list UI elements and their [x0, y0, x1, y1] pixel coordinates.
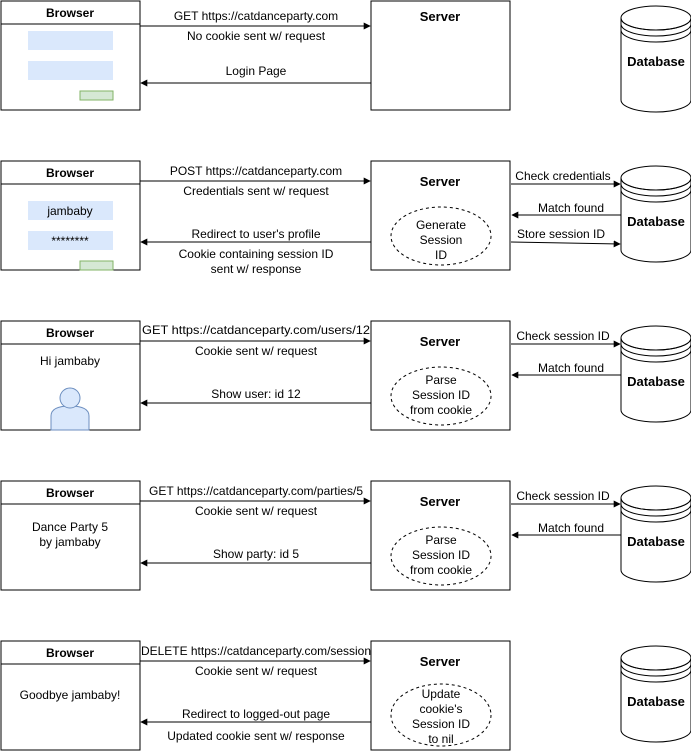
- process-line: Parse: [425, 373, 457, 387]
- database-label: Database: [627, 214, 685, 229]
- server-box: Server: [370, 0, 511, 111]
- database-cylinder: Database: [620, 645, 691, 743]
- server-process: [390, 206, 492, 266]
- server-title: Server: [420, 654, 460, 669]
- server-box: Server Parse Session ID from cookie: [370, 320, 511, 431]
- row-4: Browser Dance Party 5 by jambaby Server …: [0, 480, 691, 591]
- process-line: Parse: [425, 533, 457, 547]
- row-5: Browser Goodbye jambaby! Server Update c…: [0, 640, 691, 751]
- request-line: GET https://catdanceparty.com/parties/5: [149, 484, 363, 498]
- response-line: Login Page: [226, 64, 287, 78]
- server-process: [390, 683, 492, 747]
- login-button: [79, 260, 114, 271]
- server-box: Server Update cookie's Session ID to nil: [370, 640, 511, 751]
- database-cylinder: Database: [620, 325, 691, 423]
- username-input: [28, 201, 113, 220]
- browser-text: by jambaby: [39, 535, 100, 549]
- database-cylinder: Database: [620, 165, 691, 263]
- server-process: [390, 366, 492, 426]
- database-label: Database: [627, 374, 685, 389]
- response-note: Cookie containing session ID: [179, 247, 334, 261]
- server-title: Server: [420, 334, 460, 349]
- response-note: sent w/ response: [211, 262, 302, 276]
- request-line: POST https://catdanceparty.com: [170, 164, 342, 178]
- server-title: Server: [420, 494, 460, 509]
- row-2: Browser jambaby ******** Server Generate…: [0, 160, 691, 276]
- process-line: Update: [422, 687, 461, 701]
- db-reply-label: Match found: [538, 361, 604, 375]
- browser-title: Browser: [46, 6, 94, 20]
- request-line: DELETE https://catdanceparty.com/session: [141, 644, 371, 658]
- process-line: Session: [420, 233, 463, 247]
- password-input: [28, 61, 113, 80]
- response-line: Redirect to user's profile: [191, 227, 320, 241]
- browser-text: Dance Party 5: [32, 520, 108, 534]
- username-input: [28, 31, 113, 50]
- process-line: Session ID: [412, 548, 470, 562]
- browser-text: Hi jambaby: [40, 354, 100, 368]
- db-query-label: Check session ID: [516, 489, 610, 503]
- login-button: [79, 90, 114, 101]
- process-line: from cookie: [410, 403, 472, 417]
- password-input: [28, 231, 113, 250]
- response-note: Updated cookie sent w/ response: [167, 729, 345, 743]
- db-query-label: Check credentials: [515, 169, 610, 183]
- row-3: Browser Hi jambaby Server Parse Session …: [0, 320, 691, 431]
- request-note: Cookie sent w/ request: [195, 344, 318, 358]
- browser-box: Browser Goodbye jambaby!: [0, 640, 141, 751]
- request-note: Credentials sent w/ request: [183, 184, 329, 198]
- process-line: ID: [435, 248, 447, 262]
- request-line: GET https://catdanceparty.com: [174, 9, 338, 23]
- request-note: No cookie sent w/ request: [187, 29, 326, 43]
- browser-text: Goodbye jambaby!: [20, 688, 121, 702]
- request-line: GET https://catdanceparty.com/users/12: [142, 323, 370, 337]
- server-title: Server: [420, 174, 460, 189]
- db-store-arrow: [510, 240, 621, 248]
- process-line: Generate: [416, 218, 466, 232]
- process-line: to nil: [428, 732, 453, 746]
- browser-box: Browser Dance Party 5 by jambaby: [0, 480, 141, 591]
- server-box: Server Generate Session ID: [370, 160, 511, 271]
- database-label: Database: [627, 534, 685, 549]
- user-avatar-icon: [50, 387, 90, 431]
- browser-box: Browser jambaby ********: [0, 160, 141, 271]
- server-box: Server Parse Session ID from cookie: [370, 480, 511, 591]
- database-label: Database: [627, 694, 685, 709]
- db-query-label: Check session ID: [516, 329, 610, 343]
- server-process: [390, 526, 492, 586]
- db-store-label: Store session ID: [517, 227, 605, 241]
- process-line: cookie's: [420, 702, 463, 716]
- process-line: Session ID: [412, 717, 470, 731]
- browser-title: Browser: [46, 326, 94, 340]
- database-label: Database: [627, 54, 685, 69]
- db-reply-label: Match found: [538, 521, 604, 535]
- response-line: Show party: id 5: [213, 547, 299, 561]
- browser-box: Browser Hi jambaby: [0, 320, 141, 431]
- browser-title: Browser: [46, 166, 94, 180]
- process-line: from cookie: [410, 563, 472, 577]
- browser-box: Browser: [0, 0, 141, 111]
- request-note: Cookie sent w/ request: [195, 664, 318, 678]
- password-value: ********: [51, 234, 89, 248]
- database-cylinder: Database: [620, 485, 691, 583]
- row-1: Browser Server Database GET https://catd…: [0, 0, 691, 113]
- database-cylinder: Database: [620, 5, 691, 113]
- db-reply-label: Match found: [538, 201, 604, 215]
- process-line: Session ID: [412, 388, 470, 402]
- browser-title: Browser: [46, 646, 94, 660]
- request-note: Cookie sent w/ request: [195, 504, 318, 518]
- username-value: jambaby: [46, 204, 92, 218]
- server-title: Server: [420, 9, 460, 24]
- response-line: Redirect to logged-out page: [182, 707, 330, 721]
- browser-title: Browser: [46, 486, 94, 500]
- response-line: Show user: id 12: [211, 387, 301, 401]
